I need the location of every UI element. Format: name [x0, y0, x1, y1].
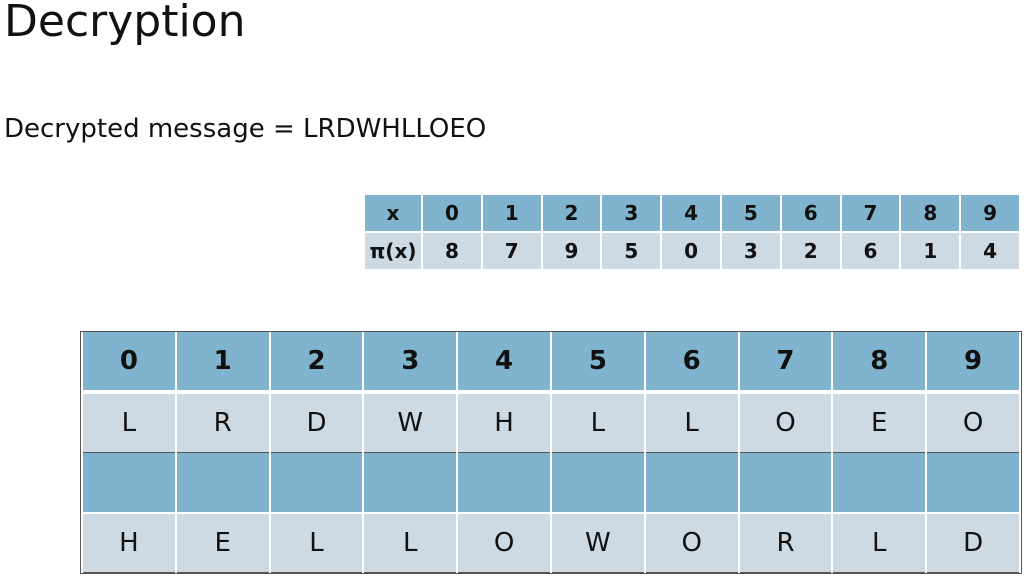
header-cell: 5	[549, 332, 646, 394]
grid-blank-row	[81, 452, 1021, 514]
plain-cell: E	[174, 513, 271, 573]
pi-cell: 5	[600, 231, 663, 271]
x-cell: 3	[600, 193, 663, 233]
header-cell: 3	[362, 332, 459, 394]
cipher-cell: E	[831, 392, 928, 453]
row-label-x: x	[363, 193, 423, 233]
plain-cell: R	[737, 513, 834, 573]
cipher-cell: O	[737, 392, 834, 453]
x-cell: 1	[480, 193, 543, 233]
blank-cell	[831, 452, 928, 514]
x-cell: 8	[899, 193, 962, 233]
header-cell: 7	[737, 332, 834, 394]
plain-cell: O	[456, 513, 552, 573]
cipher-cell: H	[456, 392, 552, 453]
row-label-pi: π(x)	[363, 231, 423, 271]
x-cell: 7	[839, 193, 902, 233]
blank-cell	[643, 452, 740, 514]
pi-cell: 7	[480, 231, 543, 271]
pi-cell: 0	[660, 231, 722, 271]
plain-cell: O	[643, 513, 740, 573]
blank-cell	[362, 452, 459, 514]
cipher-cell: L	[81, 392, 177, 453]
blank-cell	[268, 452, 365, 514]
header-cell: 6	[643, 332, 740, 394]
pi-cell: 9	[540, 231, 603, 271]
blank-cell	[456, 452, 552, 514]
pi-cell: 3	[719, 231, 782, 271]
blank-cell	[549, 452, 646, 514]
plain-cell: H	[81, 513, 177, 573]
cipher-cell: W	[362, 392, 459, 453]
blank-cell	[81, 452, 177, 514]
pi-cell: 4	[959, 231, 1021, 271]
x-cell: 4	[660, 193, 722, 233]
plain-cell: L	[268, 513, 365, 573]
pi-cell: 6	[839, 231, 902, 271]
x-cell: 6	[779, 193, 842, 233]
x-cell: 0	[421, 193, 483, 233]
plain-cell: W	[549, 513, 646, 573]
blank-cell	[925, 452, 1021, 514]
header-cell: 1	[174, 332, 271, 394]
pi-cell: 2	[779, 231, 842, 271]
header-cell: 4	[456, 332, 552, 394]
pi-cell: 8	[421, 231, 483, 271]
header-cell: 2	[268, 332, 365, 394]
plain-cell: L	[362, 513, 459, 573]
x-cell: 5	[719, 193, 782, 233]
pi-cell: 1	[899, 231, 962, 271]
blank-cell	[174, 452, 271, 514]
blank-cell	[737, 452, 834, 514]
plain-cell: L	[831, 513, 928, 573]
header-cell: 8	[831, 332, 928, 394]
plain-cell: D	[925, 513, 1021, 573]
x-cell: 9	[959, 193, 1021, 233]
cipher-cell: L	[643, 392, 740, 453]
cipher-cell: O	[925, 392, 1021, 453]
decrypted-message: Decrypted message = LRDWHLLOEO	[4, 114, 487, 144]
cipher-cell: L	[549, 392, 646, 453]
x-cell: 2	[540, 193, 603, 233]
header-cell: 0	[81, 332, 177, 394]
cipher-cell: R	[174, 392, 271, 453]
cipher-cell: D	[268, 392, 365, 453]
header-cell: 9	[925, 332, 1021, 394]
slide-title: Decryption	[4, 0, 246, 47]
